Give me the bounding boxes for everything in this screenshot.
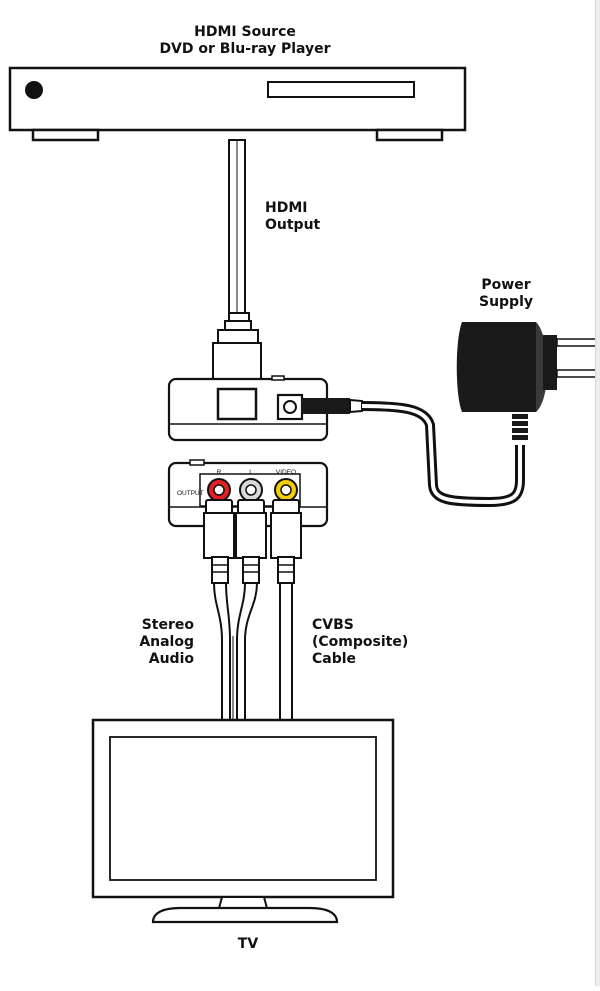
video-cable	[279, 583, 293, 720]
rca-plug-white-boot	[242, 556, 260, 584]
panel-r-label: R	[217, 469, 222, 476]
hdmi-cable	[212, 139, 262, 421]
rca-jack-white	[239, 478, 263, 502]
adapter-prong-bottom	[556, 369, 598, 378]
source-label: HDMI Source DVD or Blu-ray Player	[140, 24, 350, 58]
source-label-line1: HDMI Source	[194, 24, 296, 40]
hdmi-output-label: HDMI Output	[265, 200, 320, 234]
cvbs-label-line1: CVBS	[312, 617, 354, 633]
power-supply	[301, 322, 598, 508]
audio-label-line3: Audio	[148, 651, 194, 667]
power-button-icon	[25, 81, 43, 99]
rca-plug-white-head	[237, 499, 265, 515]
power-cord-strain-relief	[512, 414, 528, 440]
power-supply-label-line2: Supply	[478, 294, 534, 310]
rca-jack-yellow	[274, 478, 298, 502]
tv-label: TV	[237, 936, 259, 952]
converter-bottom-switch	[189, 459, 205, 466]
player-foot-right	[375, 128, 444, 142]
cvbs-label-line3: Cable	[312, 651, 357, 667]
tv	[91, 718, 395, 924]
rca-plug-white-body	[235, 512, 267, 559]
adapter-body	[456, 322, 545, 412]
tv-screen	[109, 736, 377, 881]
dc-jack-hole	[283, 400, 297, 414]
dvd-player	[8, 66, 467, 142]
tv-stand-base	[151, 906, 339, 924]
rca-jack-red	[207, 478, 231, 502]
cvbs-label: CVBS (Composite) Cable	[312, 617, 408, 668]
converter-top-switch	[271, 375, 285, 381]
audio-label: Stereo Analog Audio	[112, 617, 194, 668]
audio-label-line1: Stereo	[141, 617, 194, 633]
adapter-prong-top	[556, 338, 598, 347]
power-supply-label-line1: Power	[481, 277, 531, 293]
dc-plug-collar	[349, 398, 363, 414]
player-body	[8, 66, 467, 132]
rca-boot-ribs	[212, 564, 294, 573]
audio-label-line2: Analog	[139, 634, 194, 650]
audio-cable	[213, 582, 258, 720]
power-supply-label: Power Supply	[463, 277, 549, 311]
adapter-plug-base	[543, 335, 557, 390]
cvbs-label-line2: (Composite)	[312, 634, 409, 650]
power-cord	[361, 401, 525, 508]
player-foot-left	[31, 128, 100, 142]
hdmi-output-label-line2: Output	[265, 217, 321, 233]
power-cord-highlight	[361, 404, 522, 505]
rca-plug-yellow-body	[270, 512, 302, 559]
rca-plug-red-body	[203, 512, 235, 559]
panel-l-label: L	[249, 469, 253, 476]
panel-output-label: OUTPUT	[177, 490, 204, 497]
hdmi-plug-inserted	[216, 387, 258, 421]
disc-tray	[267, 81, 415, 98]
rca-plug-red-boot	[211, 556, 229, 584]
dc-plug-barrel	[301, 398, 350, 414]
panel-video-label: VIDEO	[276, 469, 296, 476]
rca-plug-red-head	[205, 499, 233, 515]
page-edge	[595, 0, 600, 986]
hdmi-output-label-line1: HDMI	[265, 200, 308, 216]
rca-cables	[203, 499, 302, 584]
rca-plug-yellow-boot	[277, 556, 295, 584]
source-label-line2: DVD or Blu-ray Player	[159, 41, 331, 57]
rca-plug-yellow-head	[272, 499, 300, 515]
